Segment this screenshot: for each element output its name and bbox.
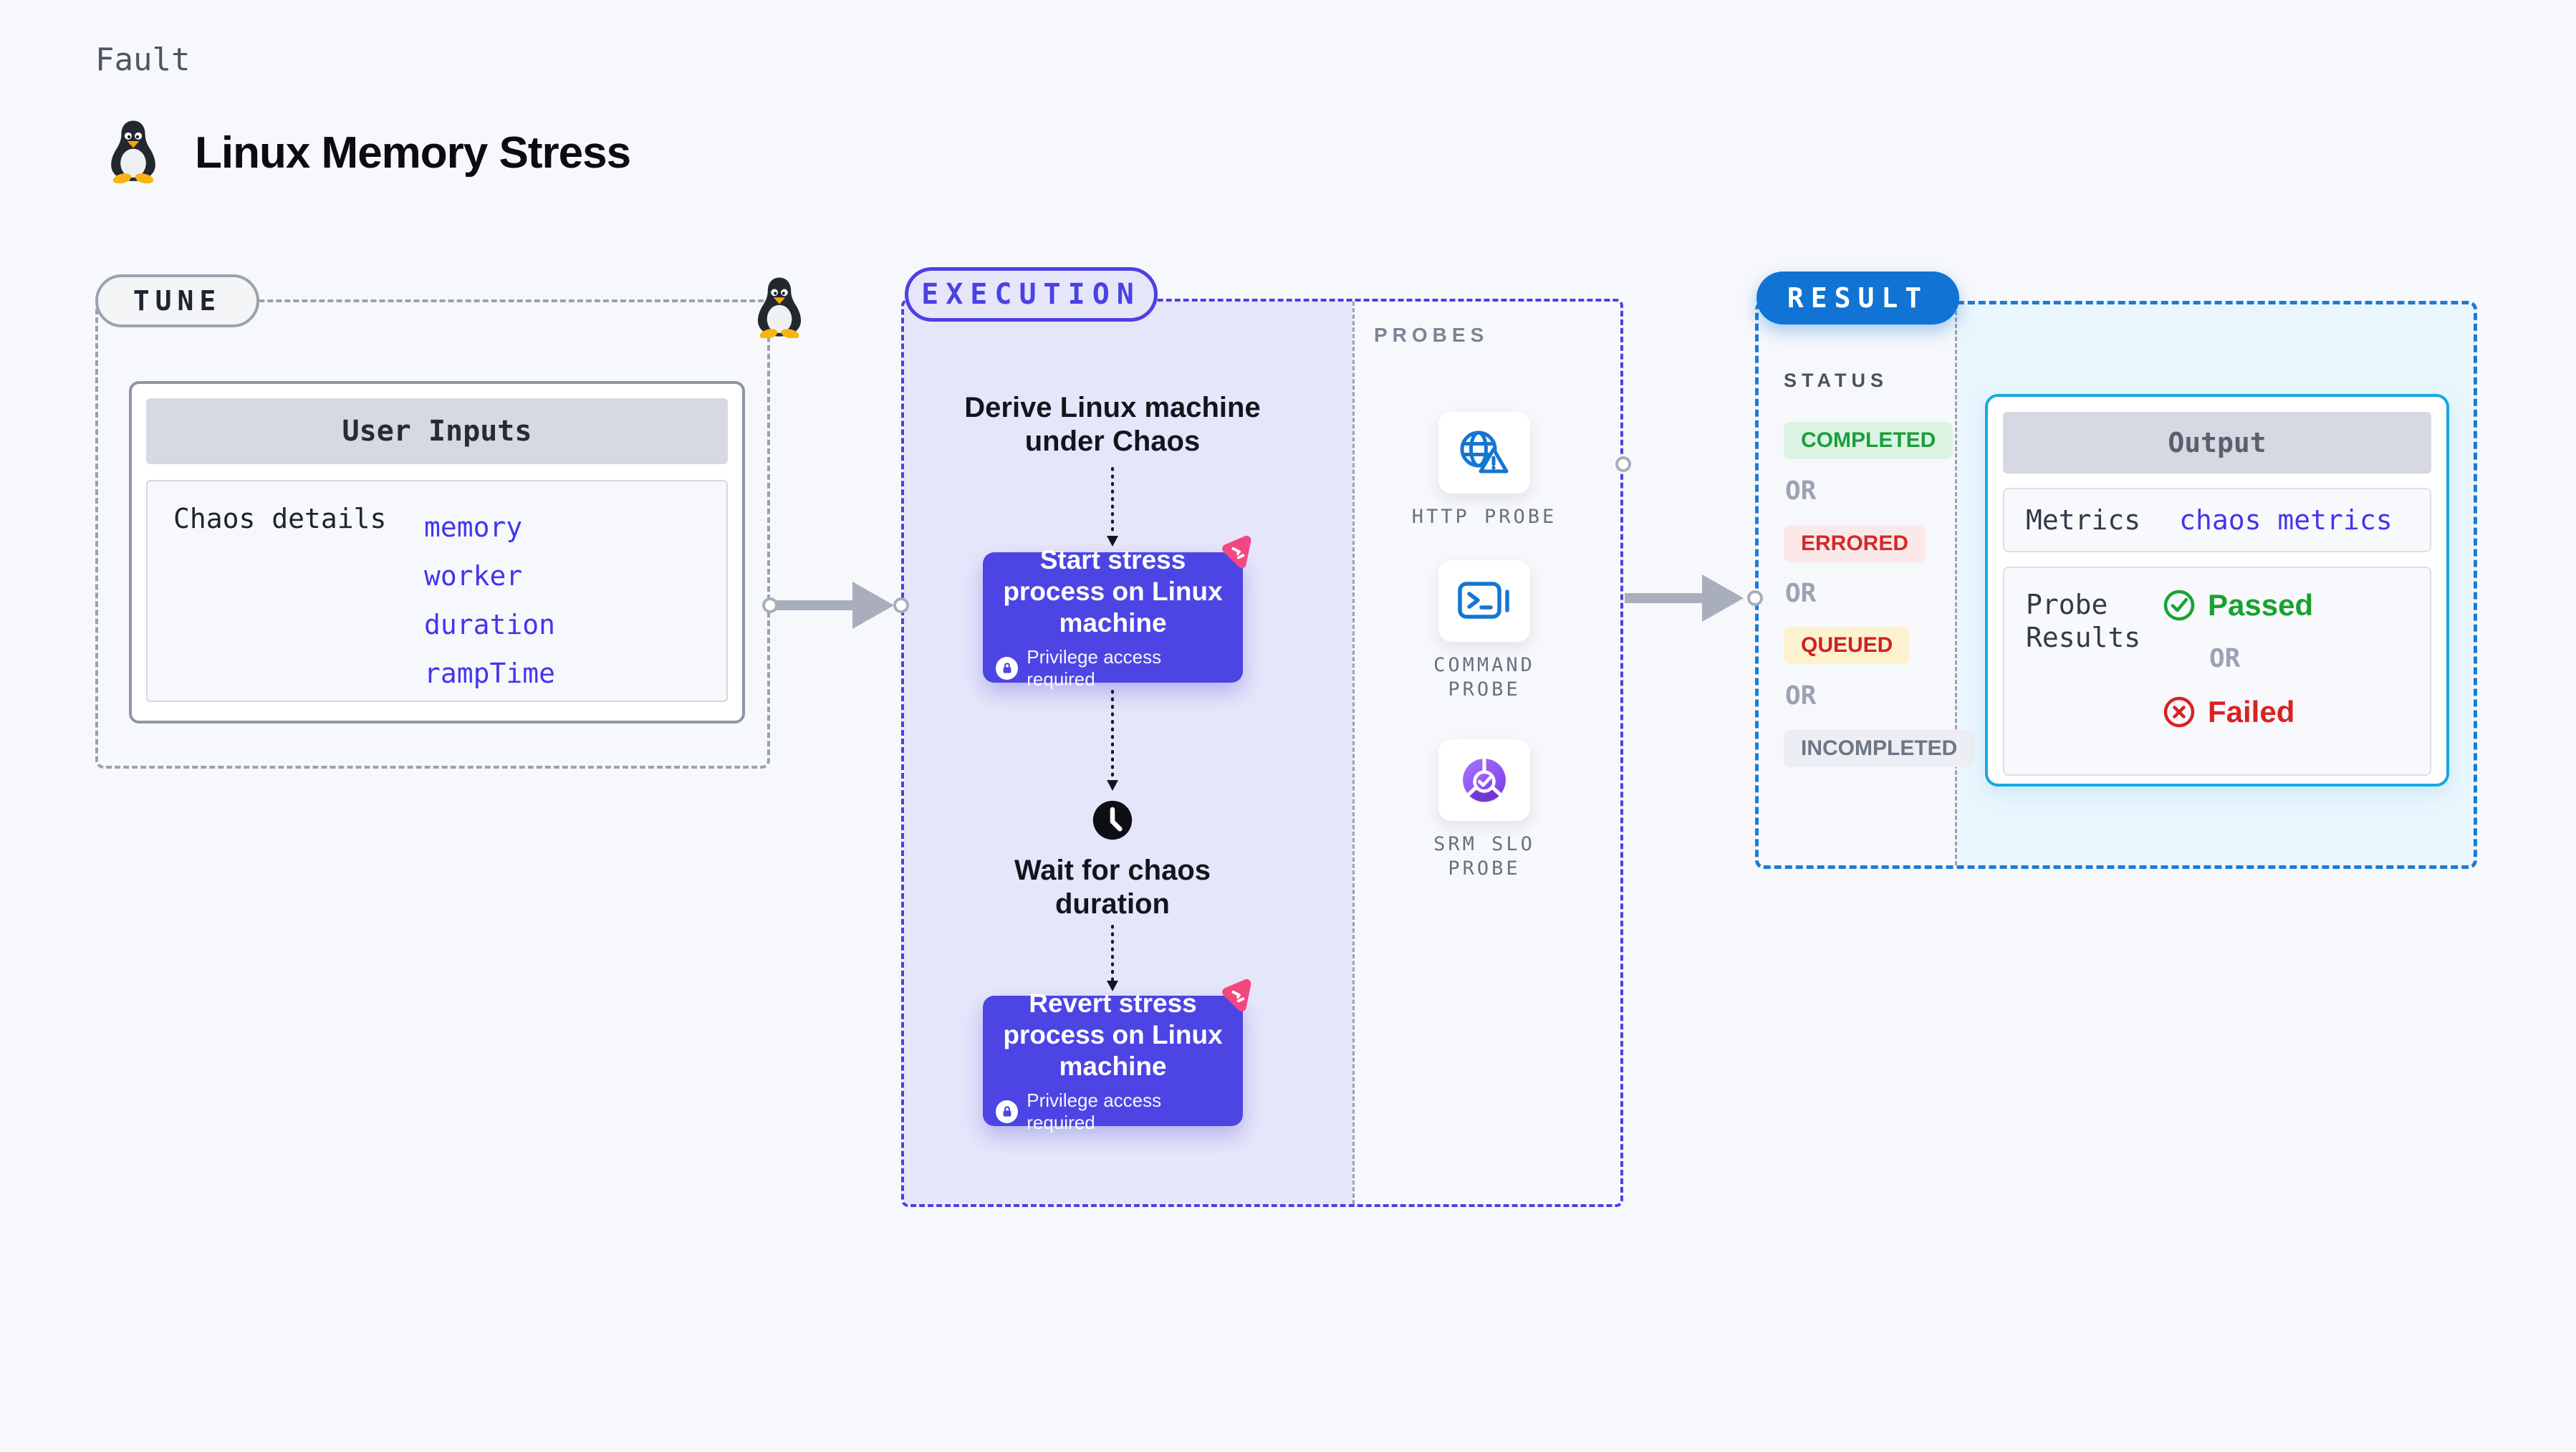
revert-stress-title: Revert stress process on Linux machine	[1003, 989, 1223, 1081]
probes-divider	[1352, 302, 1355, 1204]
passed-row: Passed	[2162, 588, 2313, 622]
arrow-right-icon	[1625, 574, 1744, 622]
probe-label: SRM SLO PROBE	[1433, 833, 1535, 880]
privilege-badge: Privilege access required	[996, 646, 1230, 691]
x-circle-icon	[2163, 696, 2195, 728]
privilege-badge: Privilege access required	[996, 1090, 1230, 1134]
privilege-badge-label: Privilege access required	[1027, 1090, 1162, 1133]
connector-port	[1615, 456, 1631, 472]
metrics-row: Metrics chaos metrics	[2003, 488, 2431, 552]
param-ramptime: rampTime	[424, 658, 556, 689]
or-label: OR	[1785, 476, 1817, 506]
page-title: Linux Memory Stress	[195, 128, 631, 178]
user-inputs-card: User Inputs Chaos details memory worker …	[129, 381, 745, 723]
status-badge-errored: ERRORED	[1784, 525, 1926, 562]
result-section	[1755, 301, 2477, 869]
failed-row: Failed	[2162, 695, 2313, 729]
chaos-flag-icon	[1222, 535, 1251, 569]
execution-pill-label: EXECUTION	[921, 278, 1141, 311]
wait-step-text: Wait for chaos duration	[1014, 855, 1211, 920]
param-duration: duration	[424, 609, 556, 640]
connector-port	[1747, 590, 1763, 606]
fault-kicker: Fault	[95, 42, 191, 78]
dotted-arrow-icon	[1107, 690, 1118, 791]
clock-icon	[1092, 800, 1133, 840]
param-memory: memory	[424, 511, 523, 543]
revert-stress-node: Revert stress process on Linux machine P…	[983, 989, 1243, 1133]
execution-pill: EXECUTION	[905, 267, 1158, 322]
param-list: memory worker duration rampTime	[424, 503, 555, 698]
connector-port	[762, 597, 778, 613]
user-inputs-header: User Inputs	[146, 398, 728, 464]
terminal-icon	[1458, 582, 1509, 619]
probe-item-command: COMMAND PROBE	[1398, 560, 1570, 702]
result-pill-label: RESULT	[1787, 282, 1929, 314]
lock-icon	[996, 657, 1019, 680]
output-header: Output	[2003, 412, 2431, 473]
tune-pill-label: TUNE	[133, 285, 222, 317]
probe-card	[1438, 739, 1530, 821]
probe-results-values: Passed OR Failed	[2162, 588, 2313, 774]
failed-label: Failed	[2208, 695, 2295, 729]
status-badge-incompleted: INCOMPLETED	[1784, 730, 1975, 767]
probe-results-row: Probe Results Passed OR Failed	[2003, 567, 2431, 776]
user-inputs-body: Chaos details memory worker duration ram…	[146, 480, 728, 702]
passed-label: Passed	[2208, 588, 2314, 622]
status-badge-queued: QUEUED	[1784, 627, 1911, 664]
check-circle-icon	[2163, 590, 2195, 621]
chaos-details-label: Chaos details	[173, 503, 387, 534]
result-pill: RESULT	[1756, 271, 1959, 324]
arrow-right-icon	[772, 582, 894, 629]
probe-item-http: HTTP PROBE	[1398, 412, 1570, 529]
or-label: OR	[1785, 681, 1817, 711]
tune-pill: TUNE	[95, 274, 259, 327]
or-label: OR	[1785, 579, 1817, 608]
tux-icon-small	[757, 277, 802, 338]
connector-port	[893, 597, 909, 613]
dotted-arrow-icon	[1107, 925, 1118, 991]
status-label: STATUS	[1784, 370, 1888, 391]
probe-card	[1438, 560, 1530, 642]
result-divider	[1955, 304, 1957, 865]
metrics-value: chaos metrics	[2179, 504, 2393, 536]
derive-step-text: Derive Linux machine under Chaos	[964, 392, 1261, 457]
execution-section	[901, 299, 1623, 1207]
tux-icon	[111, 120, 155, 183]
probe-label: COMMAND PROBE	[1433, 654, 1535, 701]
probe-label: HTTP PROBE	[1411, 506, 1557, 528]
start-stress-node: Start stress process on Linux machine Pr…	[983, 545, 1243, 690]
metrics-label: Metrics	[2026, 504, 2141, 536]
output-card: Output Metrics chaos metrics Probe Resul…	[1985, 394, 2449, 787]
chaos-flag-icon	[1222, 979, 1251, 1012]
privilege-badge-label: Privilege access required	[1027, 646, 1162, 690]
dotted-arrow-icon	[1107, 467, 1118, 547]
status-badge-completed: COMPLETED	[1784, 422, 1953, 459]
param-worker: worker	[424, 560, 523, 592]
slo-gauge-icon	[1463, 757, 1506, 802]
probe-results-label: Probe Results	[2026, 589, 2141, 653]
tune-section	[95, 299, 770, 769]
globe-alert-icon	[1460, 431, 1509, 473]
probe-card	[1438, 412, 1530, 494]
lock-icon	[996, 1100, 1019, 1123]
probes-label: PROBES	[1374, 324, 1489, 346]
or-label: OR	[2209, 644, 2241, 673]
probe-item-srm-slo: SRM SLO PROBE	[1398, 739, 1570, 881]
start-stress-title: Start stress process on Linux machine	[1003, 545, 1223, 638]
